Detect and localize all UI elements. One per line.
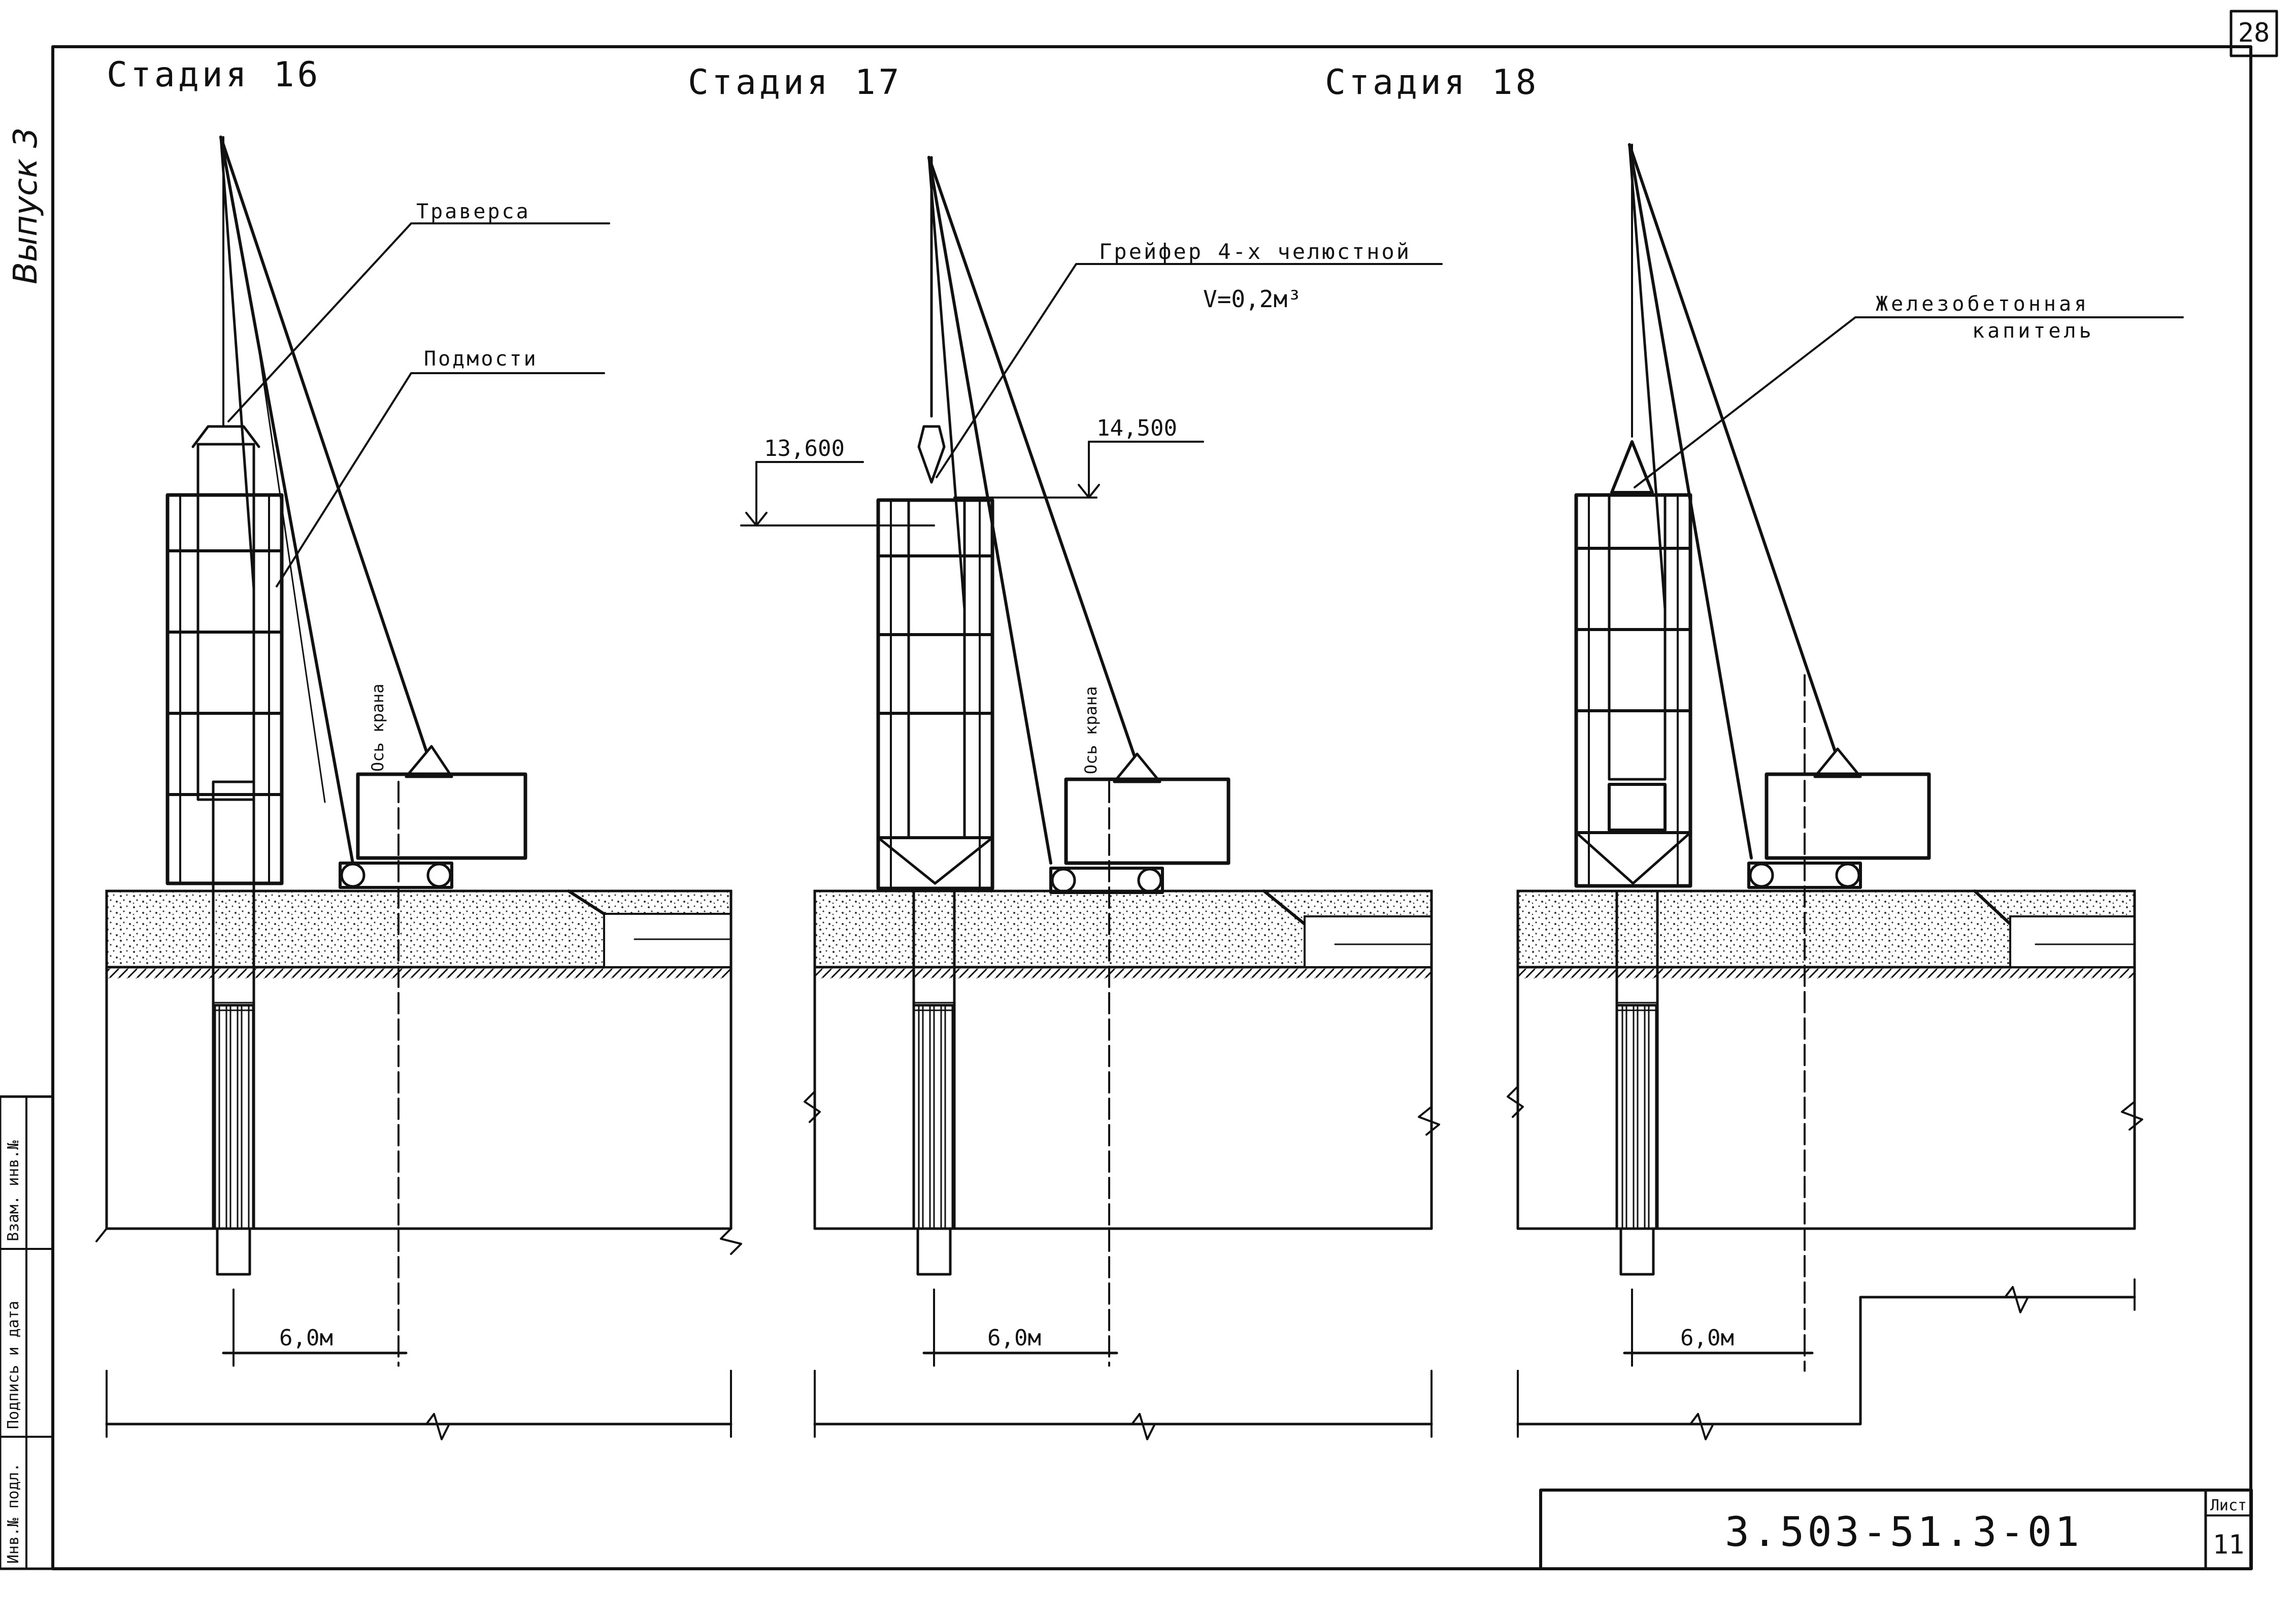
stage-18-pile-lower bbox=[1615, 1004, 1659, 1230]
stage-16-pile-tip bbox=[216, 1227, 251, 1276]
stage-17-pile-lower bbox=[912, 1004, 956, 1230]
stage-16-water bbox=[603, 913, 732, 968]
stage-17-crane-axis-label: Ось крана bbox=[1081, 686, 1101, 774]
stage-17-crane bbox=[917, 156, 1230, 894]
margin-label: Выпуск 3 bbox=[7, 127, 45, 284]
stage-18-scaffolding bbox=[1574, 493, 1692, 888]
stage-16-dimension: 6,0м bbox=[279, 1325, 333, 1351]
page-number-box bbox=[2230, 10, 2278, 57]
stage-16: Стадия 16 bbox=[95, 55, 742, 1440]
stage-17-title: Стадия 17 bbox=[688, 62, 902, 103]
stage-16-label-scaffold: Подмости bbox=[424, 347, 538, 371]
stage-17-crane-boom bbox=[927, 156, 1052, 865]
stage-16-crawler bbox=[339, 862, 453, 889]
stage-17-crane-cab bbox=[1064, 777, 1230, 865]
stage-17-grab-bucket bbox=[917, 425, 946, 484]
stage-16-leader-scaffold bbox=[276, 372, 605, 587]
stage-18: Стадия 18 bbox=[1325, 62, 2184, 1440]
stage-17-dimension: 6,0м bbox=[987, 1325, 1041, 1351]
stage-16-crane-cab bbox=[356, 772, 527, 860]
stage-16-leader-traverse bbox=[227, 222, 610, 422]
stage-16-crane bbox=[219, 136, 527, 889]
stage-16-crane-axis-label: Ось крана bbox=[368, 684, 387, 772]
drawing-code: 3.503-51.3-01 bbox=[1725, 1508, 2082, 1556]
page-number: 28 bbox=[2238, 18, 2270, 48]
stage-18-label-reinforced: Железобетонная bbox=[1876, 292, 2089, 316]
title-block: 3.503-51.3-01 Лист 11 bbox=[1539, 1489, 2253, 1570]
stage-17-scaffolding bbox=[876, 498, 994, 890]
stage-18-crane-cab bbox=[1765, 772, 1931, 860]
stage-18-stepped-line bbox=[1516, 1296, 2136, 1426]
stage-18-dimension: 6,0м bbox=[1680, 1325, 1734, 1351]
stamp-label-3: Взам. инв.№ bbox=[5, 1140, 22, 1241]
stage-18-label-capital: капитель bbox=[1972, 319, 2094, 343]
stage-18-leader-capital bbox=[1634, 316, 2184, 488]
stage-16-label-traverse: Траверса bbox=[416, 200, 530, 223]
stage-17: Стадия 17 bbox=[688, 62, 1443, 1440]
stage-18-pile-casing bbox=[1608, 493, 1667, 781]
stage-16-crane-boom bbox=[219, 136, 354, 865]
stamp-label-2: Подпись и дата bbox=[5, 1301, 22, 1429]
stage-18-crane-boom bbox=[1628, 143, 1753, 860]
stage-17-water bbox=[1304, 915, 1433, 968]
stage-17-label-grab: Грейфер 4-х челюстной bbox=[1099, 239, 1411, 264]
sheet-number: 11 bbox=[2213, 1530, 2245, 1560]
stage-17-label-volume: V=0,2м³ bbox=[1203, 285, 1302, 313]
stage-18-pile-tip bbox=[1619, 1227, 1655, 1276]
stage-17-ground-hatch bbox=[815, 967, 1432, 978]
stage-17-pile-tip bbox=[916, 1227, 952, 1276]
stage-17-leader-grab bbox=[936, 263, 1443, 478]
stage-18-water bbox=[2009, 915, 2136, 968]
stage-18-capital-block bbox=[1608, 783, 1667, 832]
stamp-label-1: Инв.№ подл. bbox=[5, 1463, 22, 1564]
sheet-frame bbox=[51, 45, 2252, 1570]
stage-16-scaffolding bbox=[165, 425, 284, 885]
stage-18-title: Стадия 18 bbox=[1325, 62, 1539, 103]
stage-18-crane bbox=[1628, 143, 1931, 889]
stage-18-ground-hatch bbox=[1518, 967, 2135, 978]
stage-16-pile-casing bbox=[196, 443, 255, 801]
stage-18-capital bbox=[1610, 440, 1654, 494]
stage-16-pile-lower bbox=[212, 1004, 255, 1230]
stage-16-title: Стадия 16 bbox=[107, 55, 321, 95]
stage-17-level-right: 14,500 bbox=[1096, 415, 1177, 441]
stage-17-level-left: 13,600 bbox=[764, 436, 845, 461]
stage-17-crawler bbox=[1049, 867, 1164, 894]
stage-16-ground-hatch bbox=[107, 967, 731, 978]
stage-17-pile-casing bbox=[907, 499, 966, 839]
sheet-label: Лист bbox=[2210, 1497, 2247, 1514]
